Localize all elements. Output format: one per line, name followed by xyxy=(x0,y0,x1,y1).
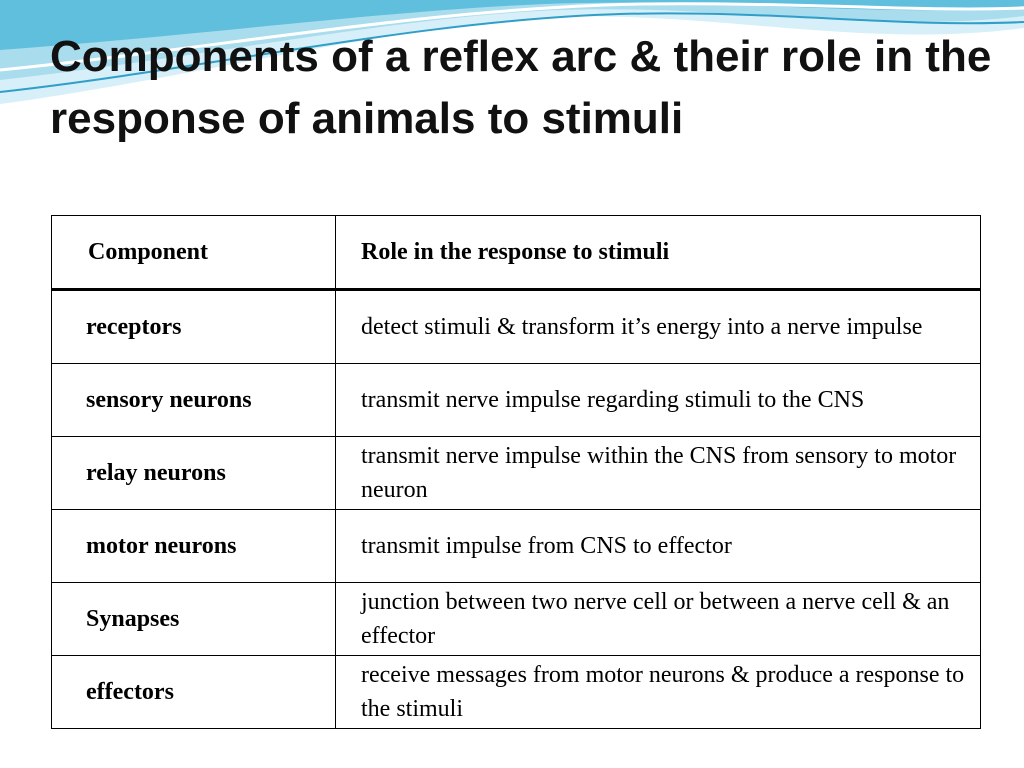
header-wave-decoration xyxy=(0,0,1024,104)
table-row: receptors detect stimuli & transform it’… xyxy=(51,289,981,364)
slide-title: Components of a reflex arc & their role … xyxy=(50,32,992,143)
wave-line-accent xyxy=(0,12,1024,93)
component-cell: Synapses xyxy=(51,582,336,656)
component-cell: motor neurons xyxy=(51,509,336,583)
component-cell: effectors xyxy=(51,655,336,729)
component-cell: sensory neurons xyxy=(51,363,336,437)
header-component: Component xyxy=(51,215,336,291)
table-row: effectors receive messages from motor ne… xyxy=(51,655,981,729)
table-row: motor neurons transmit impulse from CNS … xyxy=(51,509,981,583)
header-role: Role in the response to stimuli xyxy=(335,215,981,291)
table-header-row: Component Role in the response to stimul… xyxy=(51,215,981,291)
component-cell: receptors xyxy=(51,289,336,364)
wave-band-dark xyxy=(0,0,1024,50)
role-cell: transmit nerve impulse within the CNS fr… xyxy=(335,436,981,510)
table-row: Synapses junction between two nerve cell… xyxy=(51,582,981,656)
table-row: relay neurons transmit nerve impulse wit… xyxy=(51,436,981,510)
role-cell: junction between two nerve cell or betwe… xyxy=(335,582,981,656)
table-row: sensory neurons transmit nerve impulse r… xyxy=(51,363,981,437)
role-cell: transmit nerve impulse regarding stimuli… xyxy=(335,363,981,437)
role-cell: receive messages from motor neurons & pr… xyxy=(335,655,981,729)
role-cell: transmit impulse from CNS to effector xyxy=(335,509,981,583)
wave-line-white xyxy=(0,2,1024,72)
components-table: Component Role in the response to stimul… xyxy=(51,215,981,729)
role-cell: detect stimuli & transform it’s energy i… xyxy=(335,289,981,364)
component-cell: relay neurons xyxy=(51,436,336,510)
